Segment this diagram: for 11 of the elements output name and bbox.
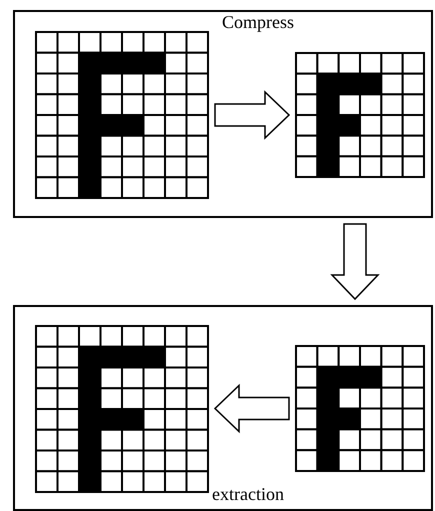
pixel-grid-drawing (35, 31, 209, 199)
step-label: extraction (212, 484, 284, 504)
block-arrow (214, 384, 290, 434)
pixel-grid-drawing (295, 345, 425, 472)
panel (13, 305, 433, 511)
pixel-grid-drawing (35, 325, 209, 493)
block-arrow (330, 223, 380, 300)
block-arrow (214, 90, 290, 140)
panel (13, 10, 433, 218)
step-label: Compress (222, 12, 294, 32)
pixel-grid-drawing (295, 52, 425, 178)
